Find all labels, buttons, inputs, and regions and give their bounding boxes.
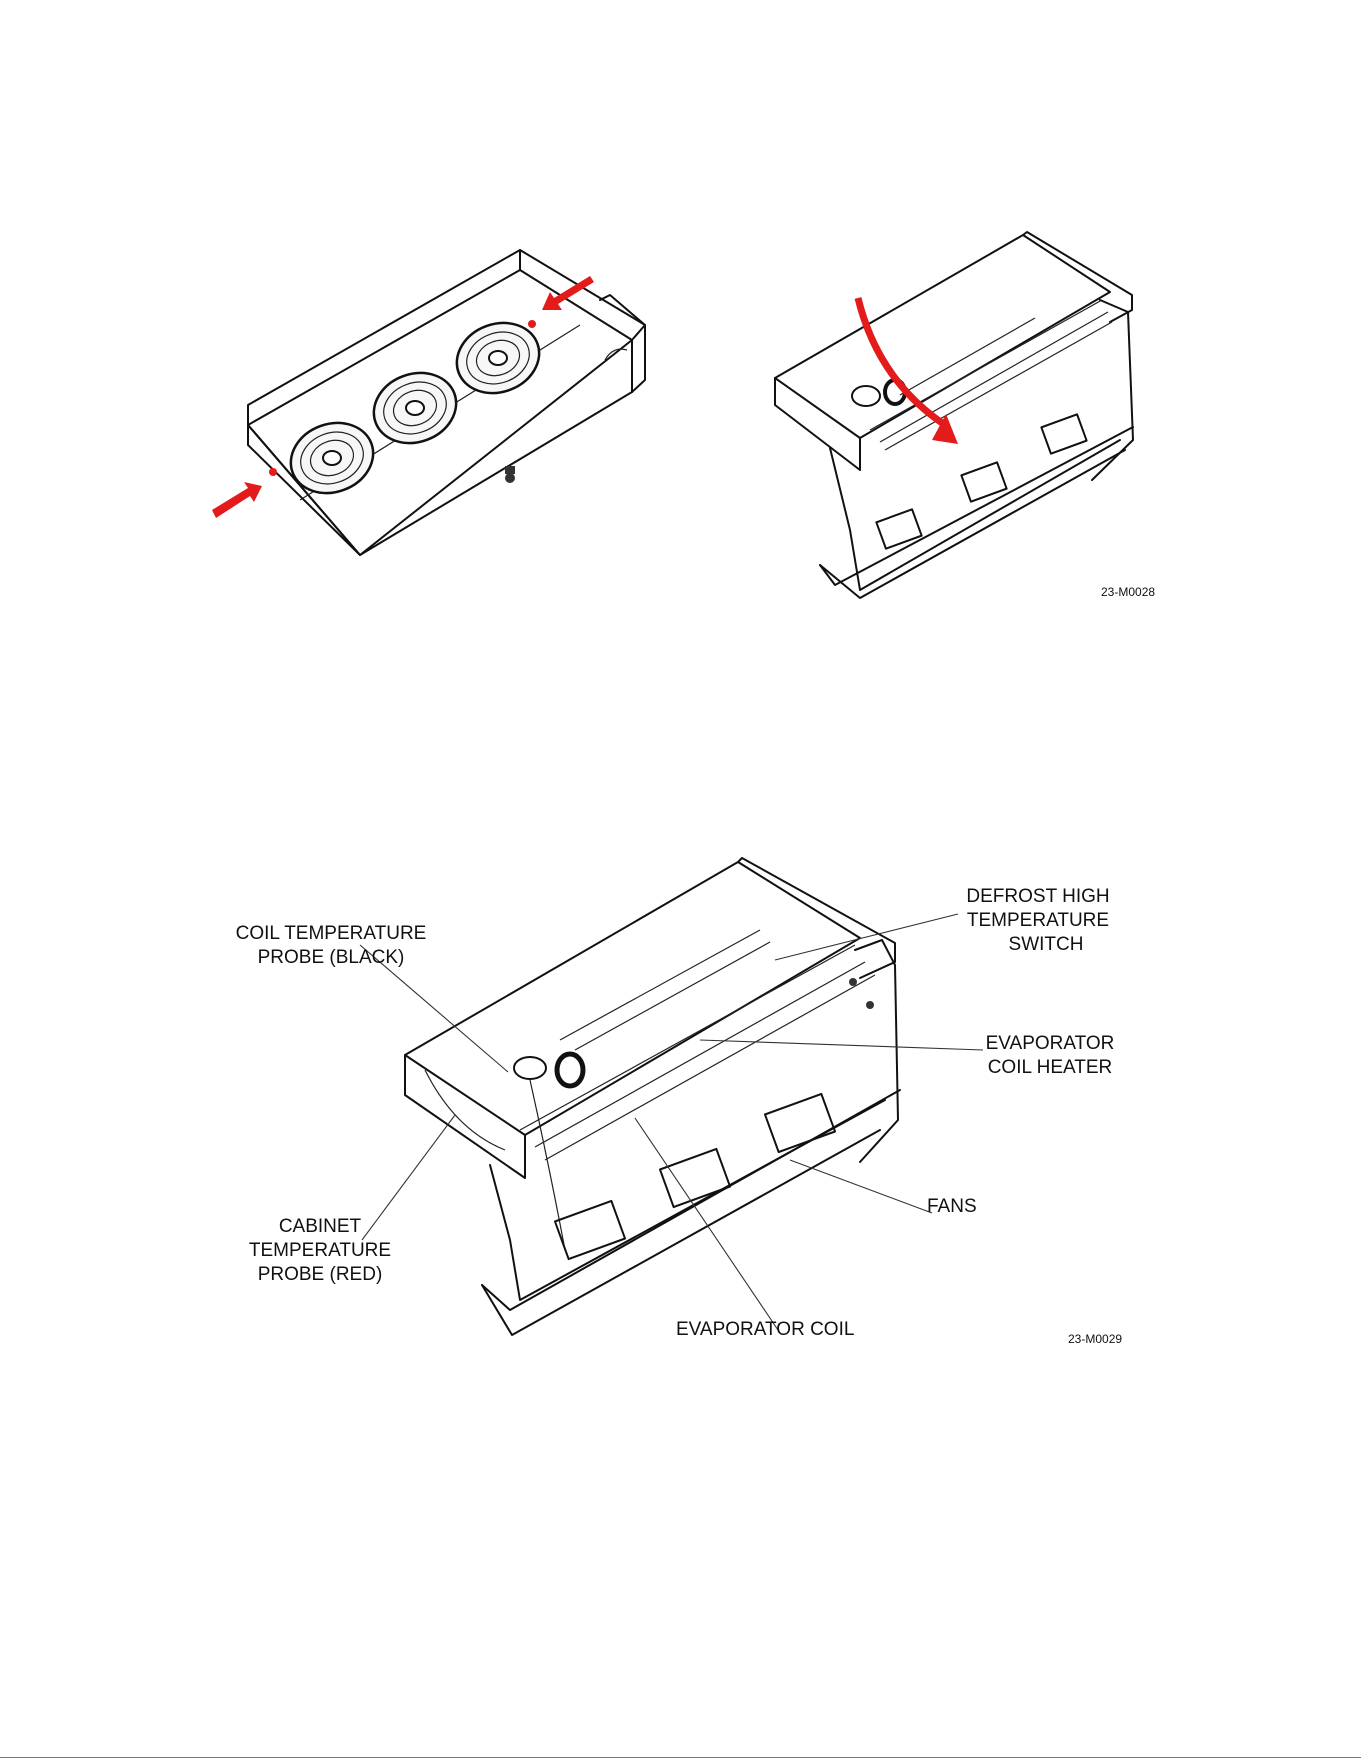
label-coil-temperature-probe: COIL TEMPERATURE PROBE (BLACK) — [226, 922, 436, 970]
label-evaporator-coil-heater: EVAPORATOR COIL HEATER — [980, 1032, 1120, 1080]
label-line: EVAPORATOR — [980, 1032, 1120, 1056]
label-line: TEMPERATURE — [958, 909, 1118, 933]
label-fans: FANS — [927, 1195, 977, 1219]
evaporator-housing-detail — [405, 858, 900, 1335]
label-line: PROBE (BLACK) — [226, 946, 436, 970]
fan-motors-detail — [555, 1094, 835, 1259]
label-line: SWITCH — [958, 933, 1118, 957]
label-line: TEMPERATURE — [230, 1239, 410, 1263]
label-line: PROBE (RED) — [230, 1263, 410, 1287]
label-evaporator-coil: EVAPORATOR COIL — [676, 1318, 854, 1342]
label-line: DEFROST HIGH — [958, 885, 1118, 909]
label-line: CABINET — [230, 1215, 410, 1239]
label-line: COIL HEATER — [980, 1056, 1120, 1080]
figure-2-id: 23-M0029 — [1068, 1332, 1122, 1346]
label-cabinet-temperature-probe: CABINET TEMPERATURE PROBE (RED) — [230, 1215, 410, 1287]
leader-lines — [360, 914, 983, 1330]
label-defrost-high-temperature-switch: DEFROST HIGH TEMPERATURE SWITCH — [958, 885, 1118, 957]
label-line: COIL TEMPERATURE — [226, 922, 436, 946]
page-bottom-rule — [0, 1757, 1361, 1758]
